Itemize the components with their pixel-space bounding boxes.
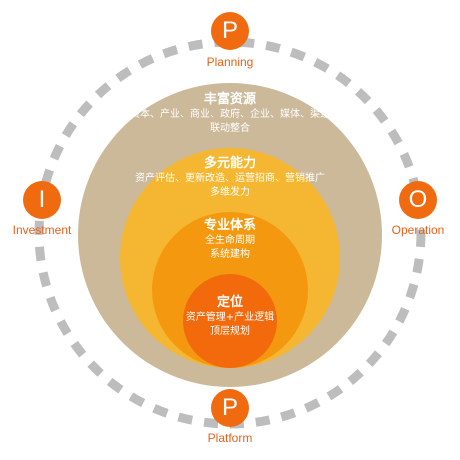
outer-layer-line-1: 资本、产业、商业、政府、企业、媒体、渠道 xyxy=(130,109,330,120)
second-layer-line-1: 资产评估、更新改造、运营招商、营销推广 xyxy=(135,173,325,184)
planning-node-badge: P xyxy=(211,12,249,50)
core-layer-text: 定位 资产管理+产业逻辑 顶层规划 xyxy=(120,295,340,339)
investment-node-badge: I xyxy=(23,181,61,219)
second-layer-line-2: 多维发力 xyxy=(210,187,250,198)
second-layer-text: 多元能力 资产评估、更新改造、运营招商、营销推广 多维发力 xyxy=(120,156,340,200)
core-layer-line-1: 资产管理+产业逻辑 xyxy=(185,312,275,323)
outer-layer-text: 丰富资源 资本、产业、商业、政府、企业、媒体、渠道 联动整合 xyxy=(120,92,340,136)
third-layer-line-1: 全生命周期 xyxy=(205,235,255,246)
operation-node-label: Operation xyxy=(391,223,445,237)
platform-node-label: Platform xyxy=(207,431,253,445)
platform-node-badge: P xyxy=(211,389,249,427)
second-layer-title: 多元能力 xyxy=(203,156,256,171)
planning-node-label: Planning xyxy=(206,55,254,69)
operation-node-badge: O xyxy=(399,181,437,219)
third-layer-line-2: 系统建构 xyxy=(210,249,250,260)
core-layer-title: 定位 xyxy=(216,295,243,310)
third-layer-text: 专业体系 全生命周期 系统建构 xyxy=(120,218,340,262)
core-layer-line-2: 顶层规划 xyxy=(210,326,250,337)
third-layer-title: 专业体系 xyxy=(203,218,256,233)
core-circle xyxy=(183,274,277,368)
investment-node-label: Investment xyxy=(12,223,72,237)
outer-layer-title: 丰富资源 xyxy=(203,92,256,107)
outer-layer-line-2: 联动整合 xyxy=(210,123,250,134)
